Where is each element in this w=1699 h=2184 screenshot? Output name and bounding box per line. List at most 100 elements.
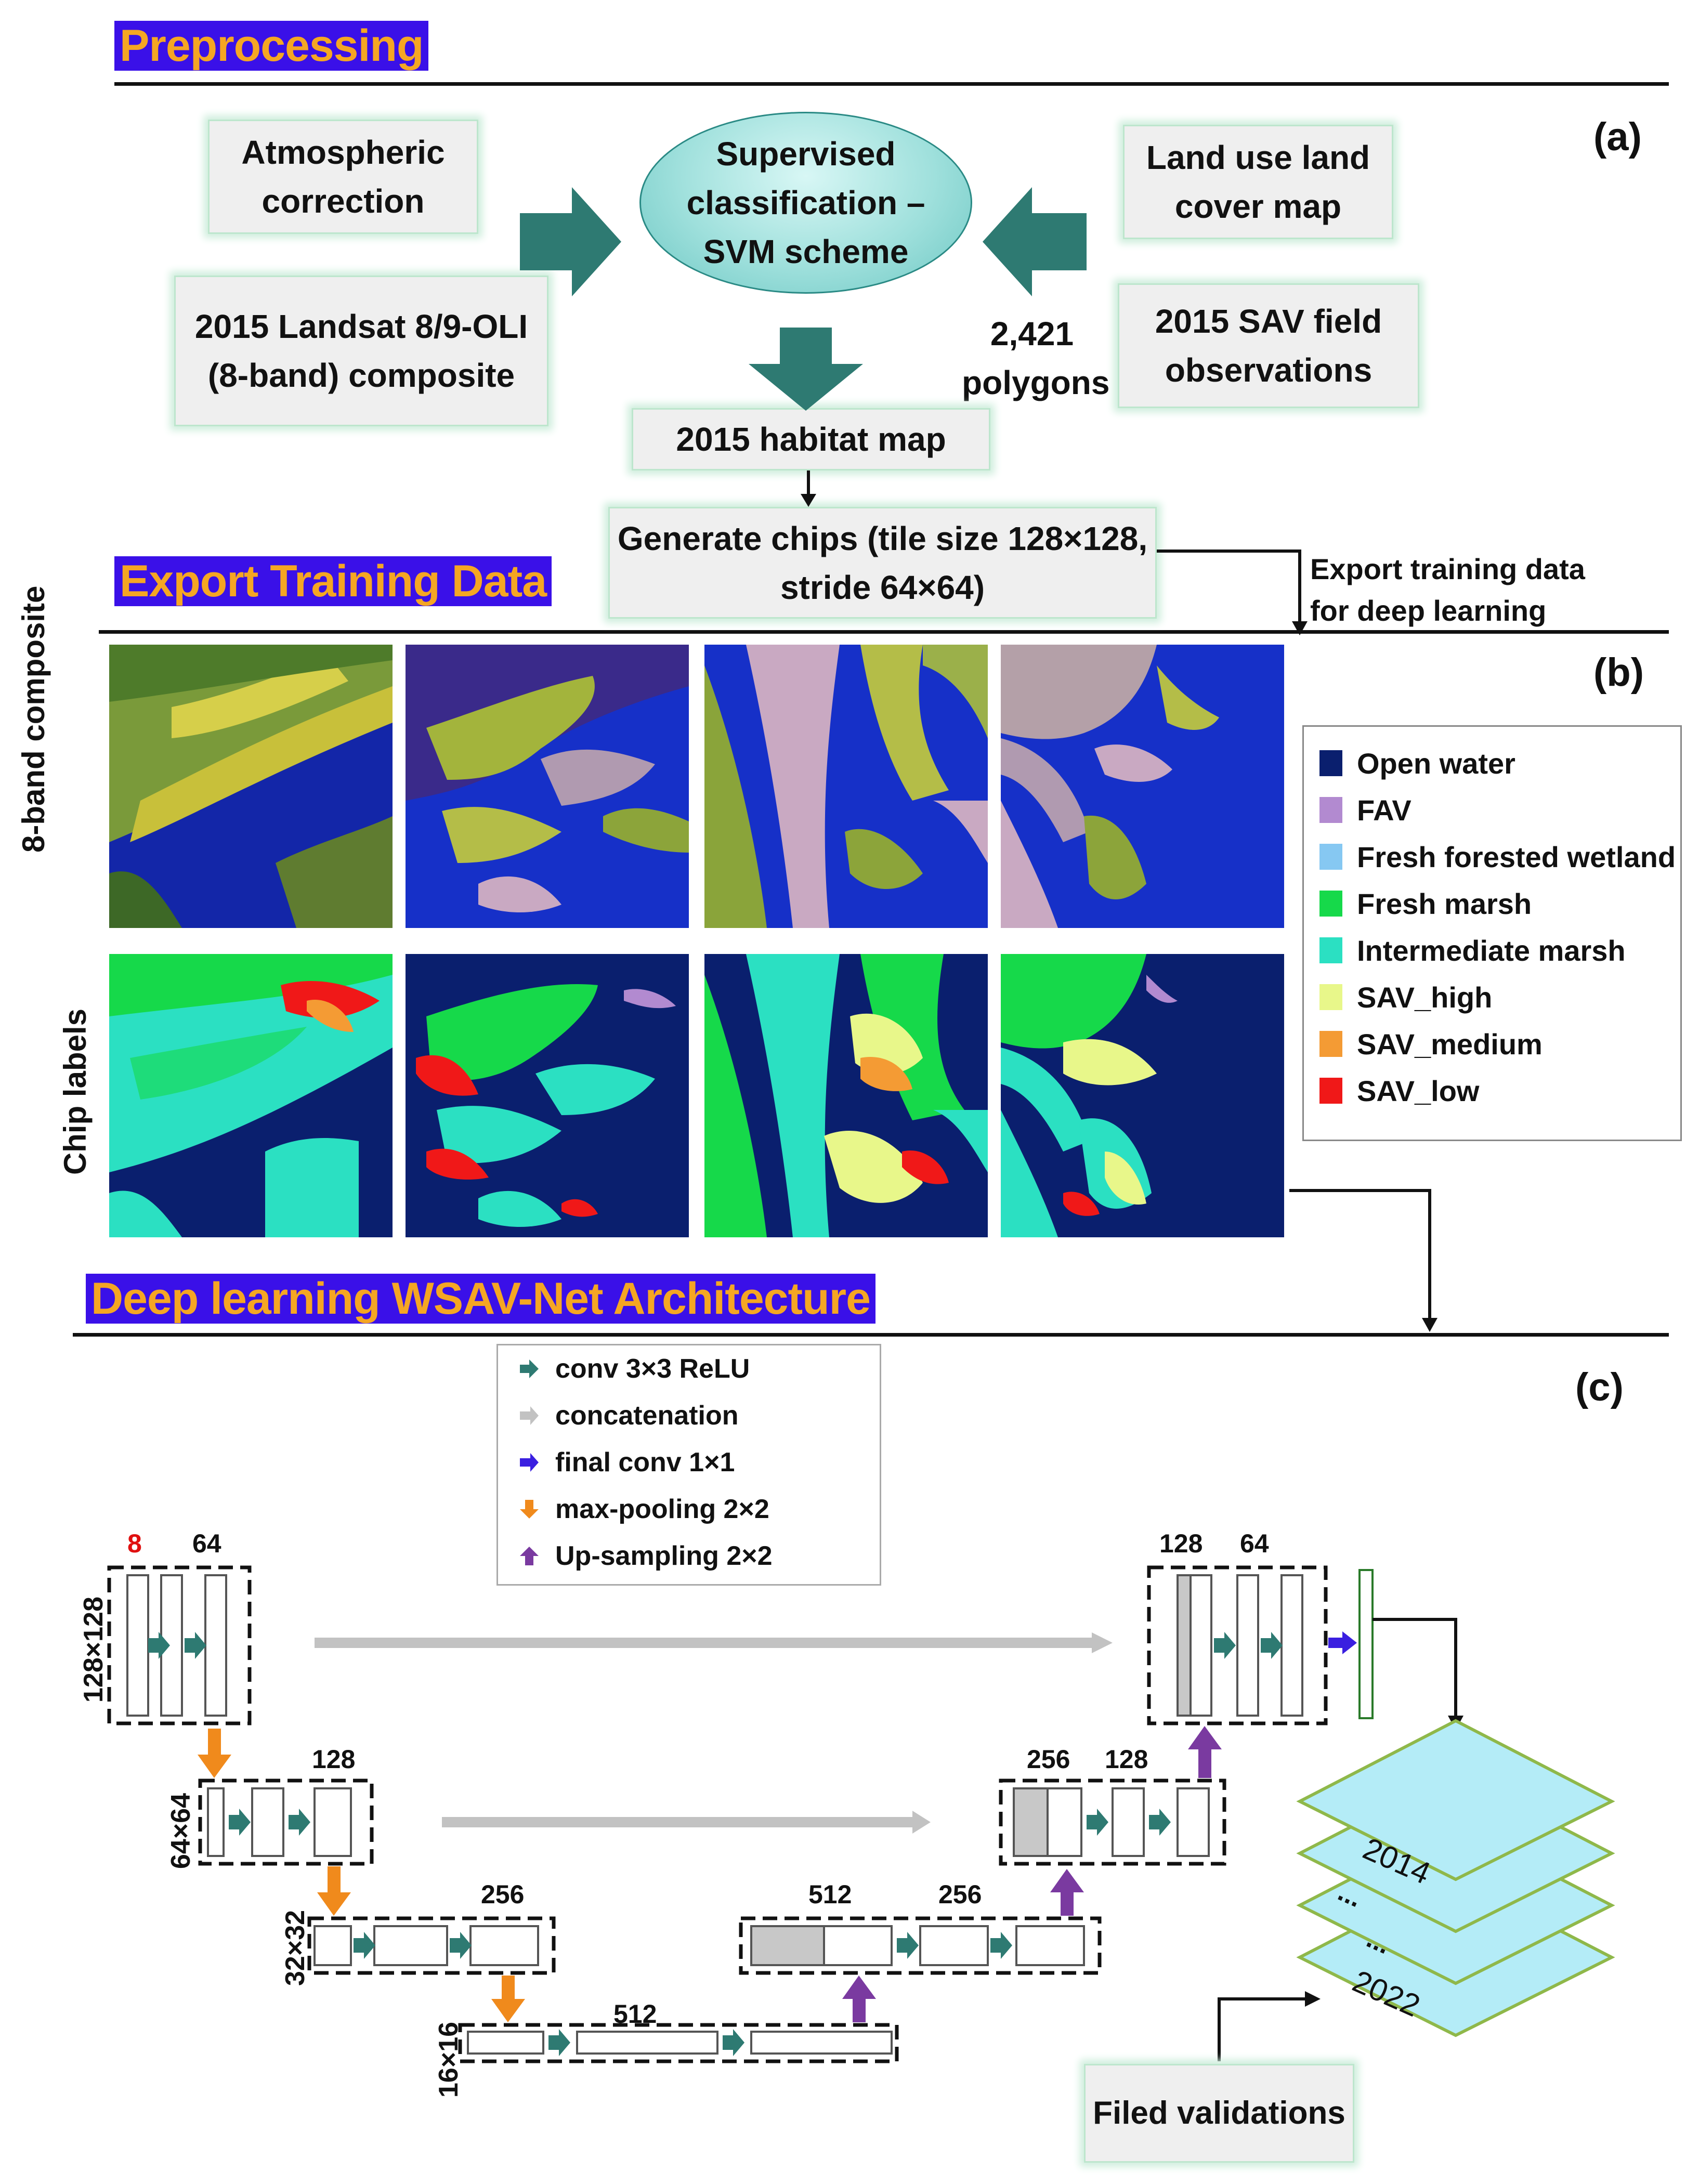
legend-item-conv: conv 3×3 ReLU bbox=[519, 1345, 750, 1392]
decoder-channel-label-256b: 256 bbox=[938, 1880, 982, 1909]
decoder-block-1 bbox=[1147, 1565, 1328, 1725]
row-label-composite: 8-band composite bbox=[16, 585, 51, 853]
resolution-label-32: 32×32 bbox=[280, 1910, 310, 1986]
legend-swatch bbox=[1319, 750, 1342, 776]
legend-label: Up-sampling 2×2 bbox=[555, 1541, 773, 1571]
polygons-count-label: 2,421 polygons bbox=[962, 315, 1110, 401]
svm-classification-label: Supervised classification – SVM scheme bbox=[686, 135, 925, 270]
arrow-left-into-svm bbox=[983, 187, 1087, 296]
channel-label-64: 64 bbox=[192, 1529, 221, 1558]
decoder-channel-label-128b: 128 bbox=[1105, 1745, 1148, 1774]
legend-item: SAV_medium bbox=[1319, 1026, 1543, 1062]
legend-item: Fresh forested wetland bbox=[1319, 839, 1676, 875]
habitat-map-box: 2015 habitat map bbox=[632, 408, 990, 470]
upsample-arrow-3 bbox=[1188, 1726, 1222, 1778]
decoder-channel-label-64: 64 bbox=[1240, 1529, 1269, 1558]
legend-label: Fresh marsh bbox=[1357, 887, 1532, 920]
gray-arrow-right-icon bbox=[520, 1406, 539, 1425]
orange-arrow-down-icon bbox=[520, 1500, 539, 1519]
upsample-arrow-2 bbox=[1050, 1869, 1084, 1916]
legend-item-concat: concatenation bbox=[519, 1392, 739, 1439]
legend-label: conv 3×3 ReLU bbox=[555, 1354, 750, 1384]
legend-label: Open water bbox=[1357, 747, 1515, 780]
composite-chip-2 bbox=[406, 645, 689, 928]
panel-label-c: (c) bbox=[1575, 1365, 1624, 1409]
composite-chip-3 bbox=[704, 645, 988, 928]
decoder-block-3 bbox=[739, 1916, 1102, 1975]
landsat-composite-label: 2015 Landsat 8/9-OLI (8-band) composite bbox=[194, 308, 528, 394]
sav-field-observations-label: 2015 SAV field observations bbox=[1155, 303, 1382, 389]
resolution-label-128: 128×128 bbox=[79, 1597, 109, 1703]
legend-swatch bbox=[1319, 984, 1342, 1010]
label-chip-3 bbox=[704, 954, 988, 1237]
legend-item: FAV bbox=[1319, 792, 1412, 828]
decoder-channel-label-128: 128 bbox=[1159, 1529, 1203, 1558]
encoder-block-3 bbox=[307, 1916, 556, 1975]
legend-swatch bbox=[1319, 891, 1342, 917]
svm-classification-ellipse: Supervised classification – SVM scheme bbox=[639, 112, 972, 294]
year-label-2022: 2022 bbox=[1348, 1963, 1426, 2024]
legend-item: SAV_low bbox=[1319, 1073, 1479, 1109]
legend-swatch bbox=[1319, 1078, 1342, 1104]
input-channel-label: 8 bbox=[127, 1529, 142, 1558]
legend-label: SAV_low bbox=[1357, 1074, 1480, 1107]
ellipsis-label-2: ... bbox=[1362, 1923, 1395, 1960]
legend-swatch bbox=[1319, 797, 1342, 823]
legend-item-max-pooling: max-pooling 2×2 bbox=[519, 1486, 769, 1533]
channel-label-128: 128 bbox=[312, 1745, 356, 1774]
resolution-label-16: 16×16 bbox=[434, 2021, 464, 2098]
resolution-label-64: 64×64 bbox=[166, 1793, 196, 1869]
sav-field-observations-box: 2015 SAV field observations bbox=[1118, 283, 1419, 408]
composite-chip-1 bbox=[109, 645, 393, 928]
legend-swatch bbox=[1319, 937, 1342, 963]
arrow-down-from-svm bbox=[749, 328, 863, 411]
section-title-preprocessing: Preprocessing bbox=[114, 21, 429, 71]
legend-label: concatenation bbox=[555, 1401, 739, 1431]
row-label-chip-labels: Chip labels bbox=[58, 1008, 93, 1175]
field-validations-label: Filed validations bbox=[1093, 2095, 1345, 2131]
panel-label-a: (a) bbox=[1593, 115, 1642, 159]
decoder-channel-label-512: 512 bbox=[808, 1880, 852, 1909]
composite-chip-4 bbox=[1001, 645, 1284, 928]
section-title-export: Export Training Data bbox=[114, 556, 552, 606]
pool-arrow-3 bbox=[491, 1976, 525, 2022]
decoder-block-2 bbox=[999, 1778, 1226, 1866]
divider-line bbox=[114, 82, 1669, 86]
land-use-map-box: Land use land cover map bbox=[1123, 125, 1393, 239]
legend-label: Fresh forested wetland bbox=[1357, 840, 1676, 873]
legend-label: SAV_medium bbox=[1357, 1027, 1543, 1061]
legend-label: Intermediate marsh bbox=[1357, 934, 1626, 967]
architecture-legend: conv 3×3 ReLU concatenation final conv 1… bbox=[496, 1344, 881, 1586]
ellipsis-label-1: ... bbox=[1334, 1876, 1367, 1914]
legend-item: Fresh marsh bbox=[1319, 885, 1532, 922]
panel-label-b: (b) bbox=[1593, 650, 1644, 695]
section-title-deep-learning: Deep learning WSAV-Net Architecture bbox=[86, 1274, 875, 1324]
divider-line bbox=[73, 1333, 1669, 1337]
generate-chips-label: Generate chips (tile size 128×128, strid… bbox=[617, 519, 1148, 606]
pool-arrow-1 bbox=[198, 1729, 231, 1778]
teal-arrow-right-icon bbox=[520, 1359, 539, 1378]
concat-arrow-2 bbox=[442, 1811, 931, 1834]
blue-arrow-right-icon bbox=[520, 1453, 539, 1472]
legend-label: SAV_high bbox=[1357, 980, 1493, 1014]
export-training-note: Export training data for deep learning bbox=[1310, 553, 1585, 627]
legend-label: FAV bbox=[1357, 793, 1412, 827]
legend-item-final-conv: final conv 1×1 bbox=[519, 1439, 735, 1486]
legend-item: Open water bbox=[1319, 745, 1515, 781]
legend-swatch bbox=[1319, 844, 1342, 870]
label-chip-4 bbox=[1001, 954, 1284, 1237]
land-use-map-label: Land use land cover map bbox=[1146, 139, 1370, 225]
output-layer-2014 bbox=[1296, 1719, 1615, 1881]
encoder-block-2 bbox=[198, 1778, 374, 1866]
divider-line bbox=[99, 630, 1669, 634]
habitat-map-label: 2015 habitat map bbox=[676, 421, 946, 458]
legend-label: max-pooling 2×2 bbox=[555, 1494, 769, 1524]
legend-swatch bbox=[1319, 1031, 1342, 1057]
atmospheric-correction-box: Atmospheric correction bbox=[208, 120, 478, 234]
legend-item-up-sampling: Up-sampling 2×2 bbox=[519, 1533, 773, 1579]
legend-label: final conv 1×1 bbox=[555, 1447, 735, 1477]
legend-item: SAV_high bbox=[1319, 979, 1492, 1015]
atmospheric-correction-label: Atmospheric correction bbox=[241, 134, 445, 220]
concat-arrow-1 bbox=[315, 1632, 1113, 1653]
encoder-block-1 bbox=[107, 1565, 252, 1725]
